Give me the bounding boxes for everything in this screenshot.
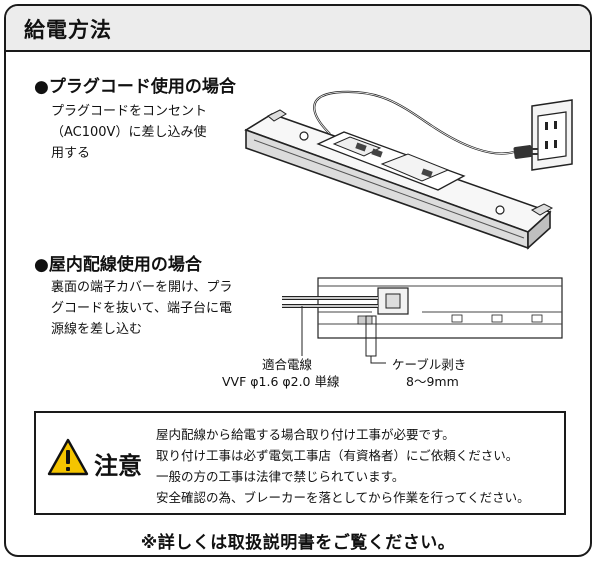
warning-triangle-icon [47, 438, 89, 476]
caution-line: 一般の方の工事は法律で禁じられています。 [156, 469, 405, 484]
suitable-wire-label: 適合電線 [262, 357, 313, 372]
page-title: 給電方法 [24, 18, 112, 42]
light-fixture-illustration [244, 90, 573, 250]
strip-title-label: ケーブル剥き [392, 357, 467, 372]
caution-line: 取り付け工事は必ず電気工事店（有資格者）にご依頼ください。 [156, 448, 519, 463]
plug-body-line: プラグコードをコンセント [51, 104, 208, 119]
caution-line: 屋内配線から給電する場合取り付け工事が必要です。 [156, 427, 455, 442]
indoor-body-line: 裏面の端子カバーを開け、プラ [51, 280, 233, 295]
wall-outlet-icon [531, 99, 573, 171]
terminal-block-illustration [282, 277, 563, 364]
plug-section-heading: ●プラグコード使用の場合 [34, 77, 236, 97]
plug-icon [513, 145, 538, 159]
header: 給電方法 [6, 6, 590, 52]
indoor-body-line: グコードを抜いて、端子台に電 [51, 301, 232, 316]
caution-text: 屋内配線から給電する場合取り付け工事が必要です。 取り付け工事は必ず電気工事店（… [156, 424, 530, 508]
plug-body-line: 用する [51, 146, 91, 161]
plug-body-line: （AC100V）に差し込み使 [51, 125, 207, 140]
caution-line: 安全確認の為、ブレーカーを落としてから作業を行ってください。 [156, 490, 530, 505]
indoor-body-line: 源線を差し込む [51, 322, 143, 337]
indoor-section-heading: ●屋内配線使用の場合 [34, 255, 202, 275]
indoor-section-body: 裏面の端子カバーを開け、プラ グコードを抜いて、端子台に電 源線を差し込む [51, 277, 261, 340]
strip-length-label: 8～9mm [406, 374, 459, 389]
wire-spec-label: VVF φ1.6 φ2.0 単線 [222, 374, 340, 389]
fixture-body-icon [244, 109, 554, 250]
manual-reference-note: ※詳しくは取扱説明書をご覧ください。 [140, 533, 456, 553]
power-supply-panel: 給電方法 ●プラグコード使用の場合 プラグコードをコンセント （AC100V）に… [4, 4, 592, 557]
caution-box: 注意 屋内配線から給電する場合取り付け工事が必要です。 取り付け工事は必ず電気工… [34, 411, 566, 515]
plug-section-body: プラグコードをコンセント （AC100V）に差し込み使 用する [51, 101, 251, 164]
caution-label: 注意 [94, 452, 142, 480]
